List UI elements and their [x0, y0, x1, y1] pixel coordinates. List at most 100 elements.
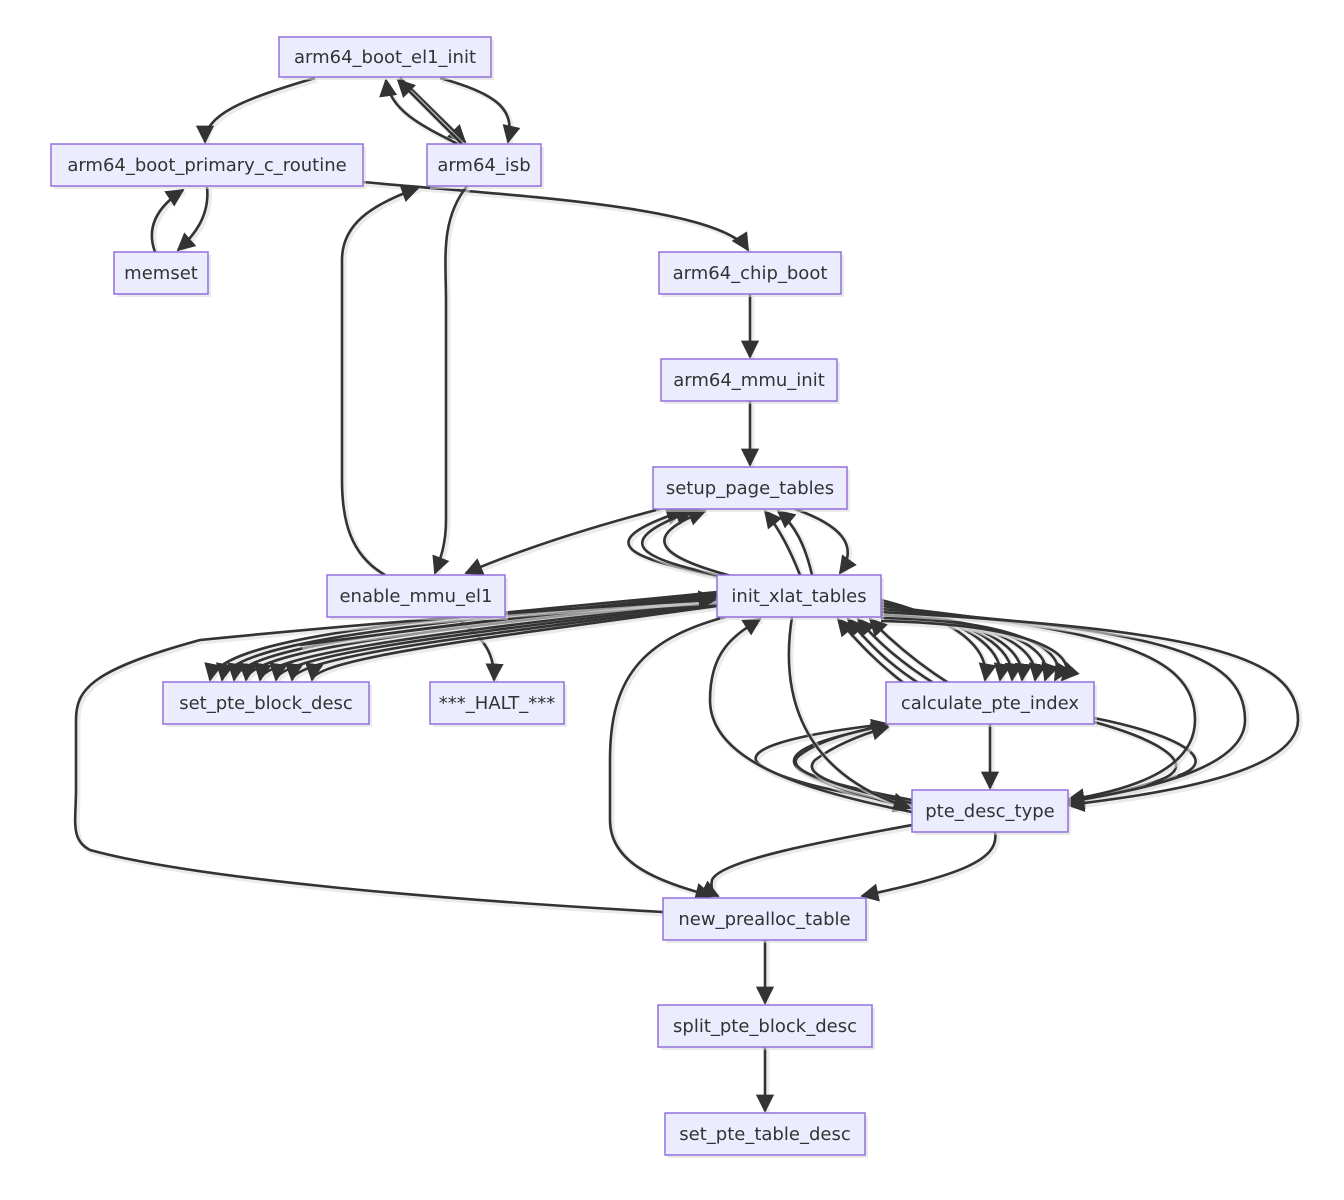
edge-init-to-prealloc — [608, 615, 728, 901]
edge-line — [776, 509, 814, 576]
node-enable-mmu-el1[interactable]: enable_mmu_el1 — [326, 574, 508, 620]
edge-init-to-setup-4 — [763, 509, 805, 578]
edge-shadow — [609, 616, 728, 901]
edge-calc-to-init-1 — [836, 617, 909, 688]
node-setup-page-tables[interactable]: setup_page_tables — [652, 466, 850, 512]
edge-line — [464, 507, 661, 575]
edge-line — [176, 186, 209, 252]
edge-line — [860, 831, 997, 902]
node-box[interactable] — [113, 251, 209, 295]
edge-setup-to-enable — [464, 507, 663, 578]
node-arm64-isb[interactable]: arm64_isb — [426, 143, 544, 189]
node-label: arm64_isb — [437, 155, 530, 176]
node-label: arm64_mmu_init — [673, 370, 825, 391]
node-label: init_xlat_tables — [731, 586, 866, 607]
edge-line — [640, 508, 726, 579]
node-box[interactable] — [657, 1004, 873, 1048]
node-label: ***_HALT_*** — [439, 693, 555, 714]
node-box[interactable] — [429, 681, 565, 725]
nodes-layer: arm64_boot_el1_init arm64_boot_primary_c_… — [50, 36, 1097, 1158]
node-label: new_prealloc_table — [678, 909, 850, 930]
edge-init-to-pte-l — [787, 616, 913, 813]
edge-shadow — [364, 181, 753, 254]
edge-line — [305, 604, 718, 682]
edge-line — [663, 508, 736, 579]
node-box[interactable] — [660, 358, 838, 402]
edge-line — [285, 602, 718, 682]
edge-init-to-calc-8 — [880, 619, 1080, 684]
edge-shadow — [467, 508, 663, 578]
node-box[interactable] — [162, 681, 370, 725]
node-box[interactable] — [652, 466, 848, 510]
node-label: arm64_boot_primary_c_routine — [67, 155, 346, 176]
node-set-pte-block-desc[interactable]: set_pte_block_desc — [162, 681, 372, 727]
edge-shadow — [811, 726, 915, 808]
node-box[interactable] — [426, 143, 542, 187]
node-label: arm64_chip_boot — [673, 263, 828, 284]
edge-init-to-setup-3 — [663, 508, 738, 582]
edge-init-to-setup-2 — [640, 508, 728, 582]
edge-mmu-to-setup — [740, 401, 760, 467]
edge-line — [708, 617, 913, 814]
node-box[interactable] — [658, 251, 842, 295]
edge-line — [880, 610, 1300, 813]
node-label: set_pte_table_desc — [679, 1124, 850, 1145]
edge-line — [432, 185, 469, 575]
edge-shadow — [882, 611, 1303, 810]
node-label: arm64_boot_el1_init — [294, 47, 476, 68]
node-box[interactable] — [50, 143, 364, 187]
edge-memset-to-primary — [150, 188, 187, 255]
edge-chip-to-mmu — [740, 294, 760, 359]
edge-init-to-setup-5 — [776, 509, 817, 578]
node-arm64-boot-primary-c-routine[interactable]: arm64_boot_primary_c_routine — [50, 143, 366, 189]
edge-line — [836, 617, 906, 686]
edge-line — [379, 78, 459, 146]
node-arm64-mmu-init[interactable]: arm64_mmu_init — [660, 358, 840, 404]
edge-primary-to-memset — [176, 186, 212, 254]
edge-isb-to-el1-2 — [396, 78, 466, 148]
node-box[interactable] — [885, 681, 1095, 725]
edge-calc-to-init-2 — [846, 617, 924, 689]
node-init-xlat-tables[interactable]: init_xlat_tables — [716, 574, 884, 620]
node-split-pte-block-desc[interactable]: split_pte_block_desc — [657, 1004, 875, 1050]
edge-shadow — [385, 81, 462, 149]
edge-line — [362, 180, 750, 252]
edge-shadow — [863, 833, 1000, 901]
edge-shadow — [311, 605, 720, 684]
node-box[interactable] — [664, 1112, 866, 1156]
node-box[interactable] — [911, 789, 1069, 833]
edge-line — [880, 619, 1080, 682]
node-label: set_pte_block_desc — [179, 693, 353, 714]
node-new-prealloc-table[interactable]: new_prealloc_table — [662, 897, 869, 943]
edge-calc-to-init-3 — [856, 617, 939, 689]
node-set-pte-table-desc[interactable]: set_pte_table_desc — [664, 1112, 868, 1158]
node-box[interactable] — [278, 36, 492, 78]
edge-line — [810, 722, 913, 805]
edge-line — [856, 617, 936, 686]
edge-line — [787, 616, 912, 812]
node-calculate-pte-index[interactable]: calculate_pte_index — [885, 681, 1097, 727]
node-box[interactable] — [716, 574, 882, 618]
node-arm64-chip-boot[interactable]: arm64_chip_boot — [658, 251, 844, 297]
node-label: memset — [124, 263, 198, 284]
edge-calc-to-init-4 — [868, 617, 954, 689]
edge-init-to-block-8 — [305, 604, 720, 684]
edge-isb-to-enable — [432, 185, 471, 576]
edge-init-to-pte-r3 — [880, 610, 1303, 813]
edge-shadow — [882, 605, 1200, 805]
node-halt[interactable]: ***_HALT_*** — [429, 681, 567, 727]
edge-line — [763, 509, 802, 576]
edge-line — [868, 617, 951, 686]
edge-line — [846, 617, 921, 686]
edge-primary-to-chip — [362, 180, 753, 254]
edge-el1-to-isb-2 — [439, 76, 521, 145]
edge-pte-to-prealloc-1 — [699, 823, 915, 901]
node-box[interactable] — [662, 897, 867, 941]
node-pte-desc-type[interactable]: pte_desc_type — [911, 789, 1071, 835]
edge-pte-to-prealloc-2 — [860, 831, 1000, 902]
node-memset[interactable]: memset — [113, 251, 211, 297]
node-label: split_pte_block_desc — [673, 1016, 857, 1037]
node-box[interactable] — [326, 574, 506, 618]
node-arm64-boot-el1-init[interactable]: arm64_boot_el1_init — [278, 36, 494, 80]
node-label: setup_page_tables — [666, 478, 834, 499]
